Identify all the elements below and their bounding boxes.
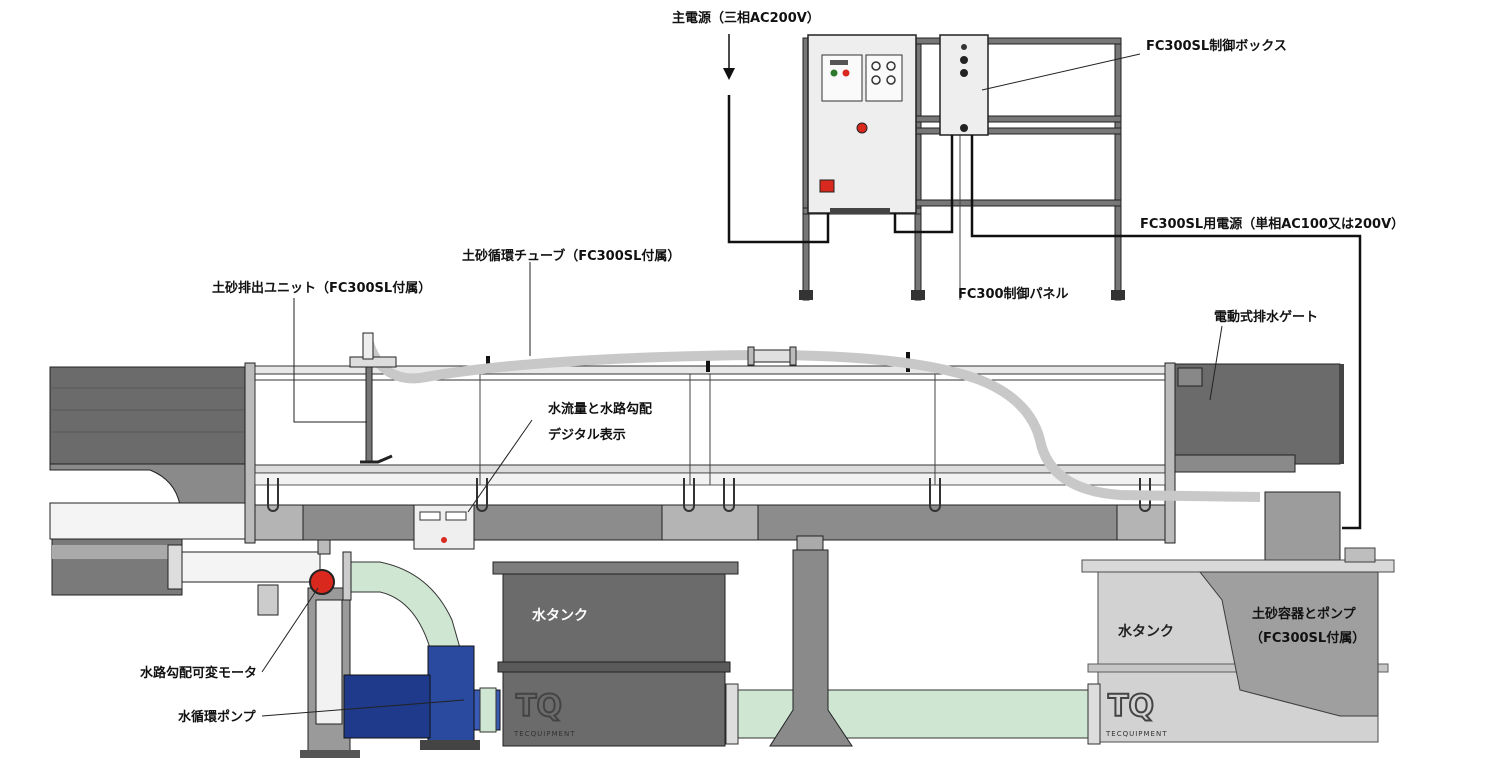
main-power-arrow-icon [723, 34, 735, 80]
label-control-panel: FC300制御パネル [958, 286, 1069, 302]
tube-flow-meter [747, 346, 797, 366]
label-sediment-container-2: （FC300SL付属） [1250, 630, 1365, 646]
circulation-pump [343, 645, 501, 750]
inlet-tank [49, 366, 321, 616]
flow-display-box [413, 504, 475, 550]
svg-text:TECQUIPMENT: TECQUIPMENT [1105, 730, 1167, 738]
label-circulation-pump: 水循環ポンプ [178, 709, 257, 725]
sediment-tank-right [1081, 547, 1395, 743]
label-fc300sl-power: FC300SL用電源（単相AC100又は200V） [1140, 216, 1404, 232]
svg-text:TECQUIPMENT: TECQUIPMENT [513, 730, 575, 738]
label-sediment-outlet: 土砂排出ユニット（FC300SL付属） [212, 280, 431, 296]
tecquipment-logo-right: TQ TECQUIPMENT [1105, 688, 1167, 738]
green-supply-pipe [342, 551, 461, 649]
fc300sl-control-box [939, 34, 989, 136]
label-flow-display-1: 水流量と水路勾配 [548, 401, 652, 417]
tecquipment-logo-left: TQ TECQUIPMENT [513, 688, 575, 738]
label-main-power: 主電源（三相AC200V） [672, 10, 820, 26]
label-flow-display-2: デジタル表示 [548, 427, 626, 443]
slope-motor-stand [300, 539, 360, 758]
power-cables [727, 95, 1362, 530]
leader-lines [261, 53, 1223, 717]
sediment-circulation-tube [363, 338, 1261, 502]
sediment-outlet-unit [349, 332, 397, 464]
flume-channel [244, 352, 1176, 544]
drain-gate-housing [1174, 363, 1344, 561]
flume-central-support [769, 535, 853, 747]
label-sediment-tube: 土砂循環チューブ（FC300SL付属） [462, 248, 680, 264]
water-tank-left [492, 561, 739, 747]
svg-text:TQ: TQ [516, 689, 562, 724]
label-water-tank-right: 水タンク [1118, 623, 1174, 640]
label-drain-gate: 電動式排水ゲート [1214, 309, 1318, 325]
label-sediment-container-1: 土砂容器とポンプ [1252, 606, 1357, 622]
label-water-tank-left: 水タンク [532, 607, 588, 624]
label-slope-motor: 水路勾配可変モータ [140, 665, 257, 681]
label-control-box: FC300SL制御ボックス [1146, 38, 1287, 54]
svg-text:TQ: TQ [1108, 689, 1154, 724]
fc300-control-cabinet [807, 34, 917, 214]
